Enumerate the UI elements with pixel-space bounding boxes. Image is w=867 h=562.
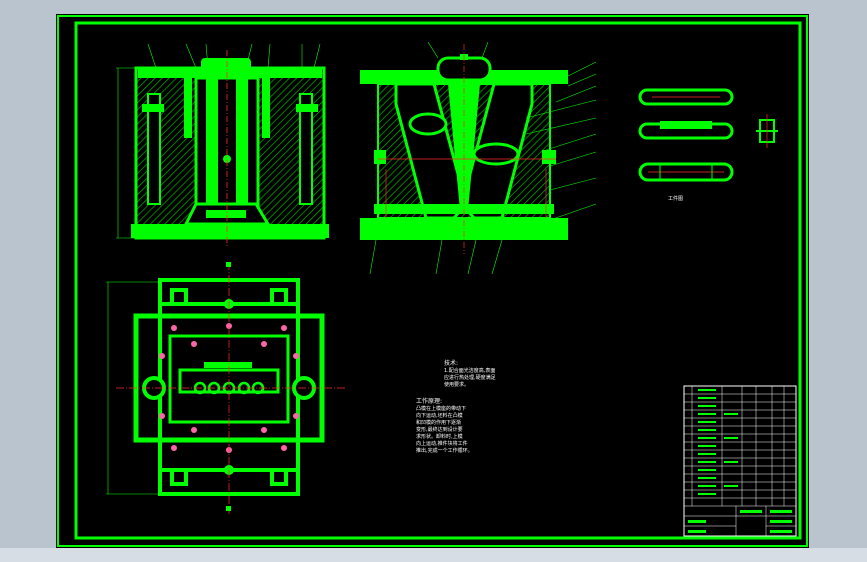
work-line: 变形,最终达到设计要 <box>416 427 463 433</box>
front-view[interactable] <box>116 43 329 246</box>
tech-line: 1.配合面光洁度高,表面 <box>444 368 496 374</box>
plan-view[interactable] <box>106 262 346 514</box>
work-line: 向上运动,推件块将工件 <box>416 441 468 447</box>
viewport-background-bottom <box>0 548 867 562</box>
outer-border <box>57 15 808 547</box>
work-line: 和凹模的作用下逐渐 <box>416 420 462 426</box>
title-block[interactable] <box>683 385 797 537</box>
tech-line: 应进行热处理,硬度满足 <box>444 375 496 381</box>
work-line: 推出,完成一个工作循环。 <box>416 448 473 454</box>
working-principle: 工作原理: 凸模在上模座的带动下 向下运动,坯料在凸模 和凹模的作用下逐渐 变形… <box>416 398 526 455</box>
drawing-sheet[interactable]: 技术: 1.配合面光洁度高,表面 应进行热处理,硬度满足 使用要求。 工作原理:… <box>56 14 809 548</box>
part-drawings[interactable] <box>638 88 778 182</box>
side-section-view[interactable] <box>360 41 597 275</box>
inner-border <box>74 21 802 540</box>
tech-requirements: 技术: 1.配合面光洁度高,表面 应进行热处理,硬度满足 使用要求。 <box>444 360 524 389</box>
work-line: 求形状。卸料时,上模 <box>416 434 463 440</box>
work-line: 向下运动,坯料在凸模 <box>416 413 463 419</box>
part-label: 工件图 <box>668 196 684 202</box>
work-title: 工作原理: <box>416 398 443 405</box>
tech-line: 使用要求。 <box>444 382 470 388</box>
work-line: 凸模在上模座的带动下 <box>416 406 467 412</box>
tech-title: 技术: <box>444 360 459 367</box>
cad-drawing <box>57 15 808 547</box>
